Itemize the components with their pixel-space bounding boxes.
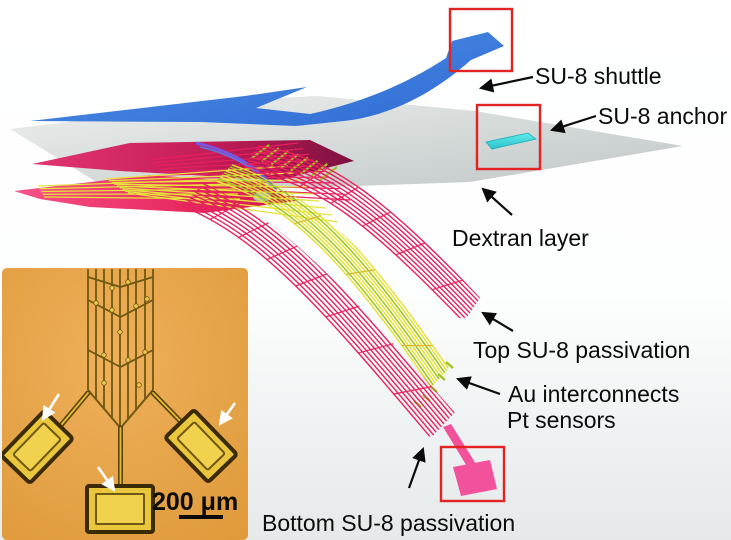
interconnect-lines-left xyxy=(37,178,241,200)
arrow-to-interconnects xyxy=(455,376,501,396)
arrow-to-left-pad xyxy=(41,393,61,421)
label-shuttle: SU-8 shuttle xyxy=(535,63,662,89)
arrow-to-shuttle xyxy=(478,75,534,93)
label-anchor: SU-8 anchor xyxy=(598,103,727,129)
arrow-to-bottom-passivation xyxy=(407,446,426,489)
arrow-to-anchor xyxy=(549,114,597,134)
highlight-box-anchor xyxy=(475,103,542,171)
su8-anchor xyxy=(485,132,537,150)
su8-shuttle-layer xyxy=(30,32,504,126)
passivation-pad xyxy=(453,460,497,496)
label-pt-sensors: Pt sensors xyxy=(507,407,616,433)
inset-pad-left xyxy=(2,410,74,484)
arrow-to-bottom-pad xyxy=(96,466,116,492)
highlight-box-shuttle xyxy=(448,7,514,73)
arrow-to-dextran xyxy=(481,187,513,216)
inset-probe-mesh xyxy=(87,269,154,429)
scale-bar-label: 200 μm xyxy=(152,488,238,516)
au-interconnect-ribbon xyxy=(216,162,450,388)
highlight-box-pad xyxy=(439,445,506,503)
label-top-passivation: Top SU-8 passivation xyxy=(473,337,690,363)
inset-pad-right xyxy=(164,409,238,483)
inset-pad-bottom xyxy=(85,484,155,534)
arrow-to-top-passivation xyxy=(481,311,514,332)
arrow-to-right-pad xyxy=(218,402,237,426)
scale-bar xyxy=(179,515,223,519)
inset-pointer-arrows xyxy=(41,393,237,492)
annotation-arrows xyxy=(407,75,597,489)
label-au-interconnects: Au interconnects xyxy=(508,381,679,407)
top-su8-mesh-ribbon xyxy=(241,145,481,319)
label-dextran: Dextran layer xyxy=(452,225,589,251)
label-bottom-passivation: Bottom SU-8 passivation xyxy=(262,510,515,536)
micrograph-inset: 200 μm xyxy=(2,268,248,540)
